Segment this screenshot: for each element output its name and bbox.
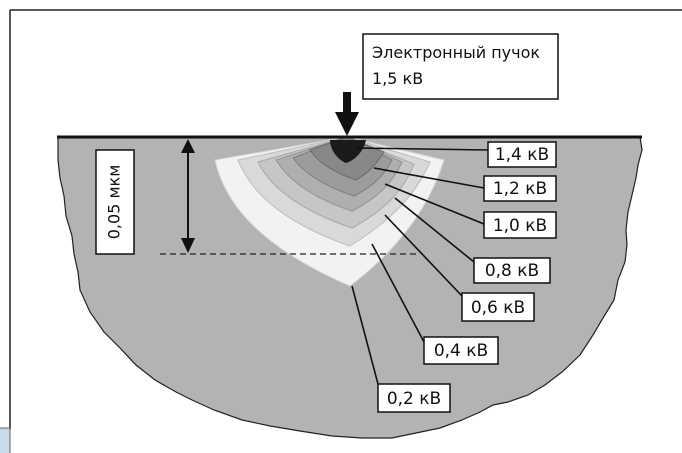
- leader-0-6-kv: [384, 214, 463, 297]
- energy-label-0-6: 0,6 кВ: [461, 292, 535, 322]
- leader-lines: [351, 147, 489, 385]
- energy-label-1-4: 1,4 кВ: [487, 141, 557, 168]
- energy-label-0-4: 0,4 кВ: [423, 336, 499, 365]
- energy-box: [487, 141, 557, 168]
- depth-arrow-down-head: [181, 238, 195, 253]
- leader-0-8-kv: [394, 197, 475, 263]
- leader-0-2-kv: [351, 285, 379, 385]
- depth-label: 0,05 мкм: [105, 165, 124, 240]
- depth-label-box: [95, 149, 135, 255]
- beam-arrow-shaft: [343, 92, 351, 114]
- energy-box: [483, 175, 557, 202]
- energy-label-0-8: 0,8 кВ: [473, 257, 551, 284]
- energy-box: [483, 211, 557, 239]
- corner-tab: [0, 428, 10, 453]
- leader-0-4-kv: [371, 243, 425, 343]
- energy-text: 0,4 кВ: [434, 341, 488, 361]
- energy-box: [461, 292, 535, 322]
- energy-label-0-2: 0,2 кВ: [377, 383, 451, 413]
- energy-text: 1,4 кВ: [495, 145, 549, 165]
- energy-label-1-0: 1,0 кВ: [483, 211, 557, 239]
- energy-text: 1,0 кВ: [493, 216, 547, 236]
- energy-text: 0,2 кВ: [387, 389, 441, 409]
- beam-title-box: [362, 33, 559, 100]
- leader-1-2-kv: [373, 167, 485, 189]
- depth-arrow-up-head: [181, 139, 195, 153]
- energy-text: 0,8 кВ: [485, 261, 539, 281]
- leader-1-4-kv: [355, 147, 489, 151]
- energy-box: [473, 257, 551, 284]
- energy-box: [423, 336, 499, 365]
- energy-label-1-2: 1,2 кВ: [483, 175, 557, 202]
- energy-text: 1,2 кВ: [493, 179, 547, 199]
- leader-1-0-kv: [384, 183, 485, 225]
- beam-title-line2: 1,5 кВ: [372, 69, 423, 88]
- zone-1-4-kv-core: [330, 140, 366, 163]
- beam-title-line1: Электронный пучок: [372, 43, 540, 62]
- energy-box: [377, 383, 451, 413]
- energy-text: 0,6 кВ: [471, 298, 525, 318]
- beam-arrow-head: [335, 112, 359, 136]
